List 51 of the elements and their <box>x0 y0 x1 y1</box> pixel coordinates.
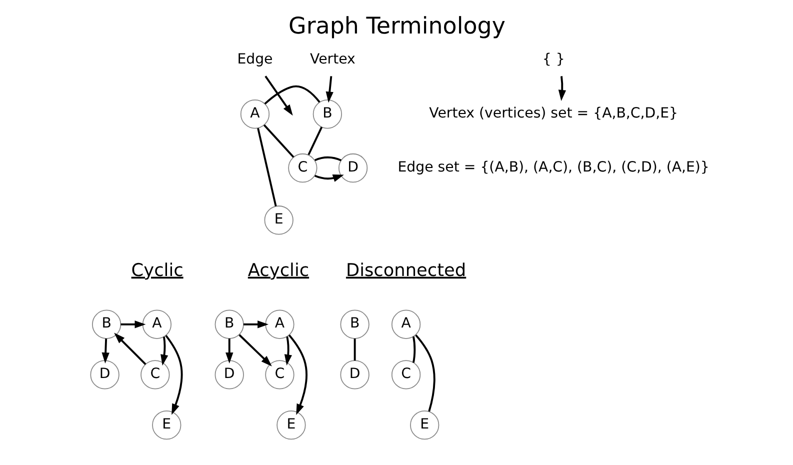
connector <box>307 126 322 156</box>
diagram-title: Graph Terminology <box>288 14 505 40</box>
arrow <box>264 76 292 116</box>
node-text: Vertex (vertices) set = {A,B,C,D,E} <box>428 105 678 122</box>
node-circle: D <box>214 360 244 390</box>
arrow <box>314 174 344 182</box>
connector <box>414 334 435 412</box>
arrow <box>238 334 272 366</box>
node-circle: E <box>410 410 439 440</box>
connector <box>314 156 341 162</box>
connector <box>256 128 276 206</box>
node-circle: B <box>340 310 369 339</box>
node-circle: E <box>152 410 181 440</box>
node-circle: B <box>214 310 244 339</box>
node-circle: C <box>288 153 317 183</box>
arrow <box>164 334 182 415</box>
arrow <box>288 334 307 416</box>
node-text: Edge <box>236 52 272 68</box>
node-circle: A <box>240 100 270 129</box>
node-circle: D <box>340 360 369 390</box>
node-circle: A <box>264 310 294 339</box>
arrow <box>101 338 109 364</box>
arrow <box>160 336 168 366</box>
node-circle: C <box>140 360 170 390</box>
connector <box>412 336 416 363</box>
node-text: Vertex <box>310 52 355 68</box>
arrow <box>225 338 233 364</box>
node-circle: D <box>90 360 119 390</box>
node-circle: D <box>338 153 368 183</box>
node-text: { } <box>542 52 564 68</box>
node-circle: B <box>312 100 342 129</box>
node-text: Cyclic <box>130 260 183 281</box>
node-circle: B <box>92 310 121 339</box>
connector <box>353 338 356 361</box>
node-text: Disconnected <box>345 260 466 281</box>
arrow <box>243 320 268 328</box>
node-circle: A <box>390 310 420 339</box>
arrow <box>558 76 566 101</box>
node-circle: A <box>142 310 171 339</box>
connector <box>264 85 320 105</box>
arrow <box>325 76 333 103</box>
node-text: Acyclic <box>247 260 309 281</box>
arrow <box>284 336 292 366</box>
node-circle: C <box>390 360 420 390</box>
node-circle: C <box>264 360 294 390</box>
node-circle: E <box>264 206 293 235</box>
node-circle: E <box>276 410 306 440</box>
connector <box>262 124 294 158</box>
arrow <box>114 332 146 365</box>
arrow <box>120 320 146 328</box>
label: Edge set = {(A,B), (A,C), (B,C), (C,D), (A,E)} <box>397 159 709 176</box>
